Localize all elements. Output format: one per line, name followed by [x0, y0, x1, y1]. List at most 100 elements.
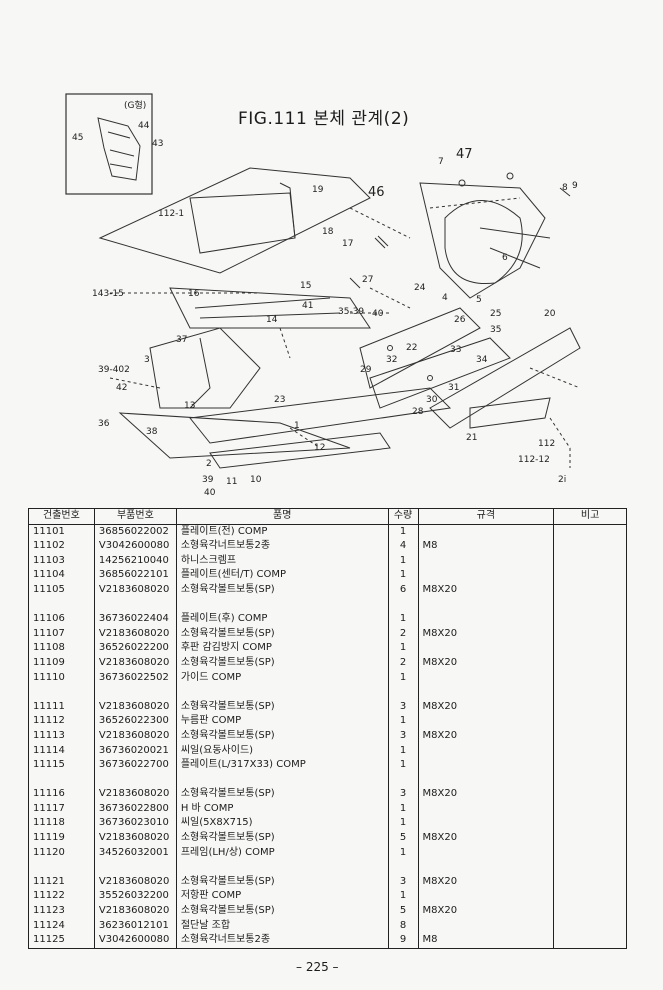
empty-cell — [175, 860, 389, 875]
header-part-number: 부품번호 — [93, 508, 177, 525]
inset-box — [65, 93, 153, 195]
empty-cell — [387, 685, 419, 700]
cell-spec — [417, 816, 555, 832]
callout-35: 35 — [490, 325, 501, 335]
cell-remarks — [553, 801, 627, 817]
cell-remarks — [553, 889, 627, 905]
callout-2i: 2i — [558, 475, 566, 485]
cell-spec: M8X20 — [417, 699, 555, 715]
table-header-row: 건출번호 부품번호 품명 수량 규격 비고 — [28, 508, 627, 525]
cell-quantity: 3 — [387, 874, 419, 890]
cell-quantity: 8 — [387, 918, 419, 934]
cell-spec — [417, 553, 555, 569]
empty-cell — [93, 597, 177, 613]
empty-cell — [93, 860, 177, 875]
empty-cell — [417, 685, 555, 700]
cell-remarks — [553, 845, 627, 861]
cell-no: 11111 — [28, 699, 95, 715]
cell-quantity: 2 — [387, 626, 419, 642]
empty-cell — [553, 772, 627, 788]
cell-spec — [417, 568, 555, 583]
cell-no: 11117 — [28, 801, 95, 817]
callout-3: 3 — [144, 355, 150, 365]
cell-spec — [417, 524, 555, 540]
exploded-parts-diagram: (G형) 44 43 45 46 47 7 8 9 19 18 17 112-1… — [65, 93, 581, 498]
cell-part-number: 36736022404 — [93, 612, 177, 627]
cell-quantity: 9 — [387, 933, 419, 949]
cell-spec — [417, 612, 555, 627]
header-part-name: 품명 — [175, 508, 389, 525]
empty-cell — [387, 860, 419, 875]
empty-cell — [387, 597, 419, 613]
cell-spec: M8 — [417, 539, 555, 554]
cell-part-number: 36736023010 — [93, 816, 177, 832]
cell-part-name: 플레이트(후) COMP — [175, 612, 389, 627]
cell-remarks — [553, 743, 627, 759]
cell-part-number: 36736020021 — [93, 743, 177, 759]
callout-19: 19 — [312, 185, 324, 195]
cell-part-name: 소형육각너트보통2종 — [175, 539, 389, 554]
callout-31: 31 — [448, 383, 459, 393]
cell-spec: M8X20 — [417, 728, 555, 744]
callout-47: 47 — [456, 147, 473, 162]
cell-remarks — [553, 626, 627, 642]
cell-spec — [417, 801, 555, 817]
callout-112: 112 — [538, 439, 555, 449]
callout-17: 17 — [342, 239, 353, 249]
cell-quantity: 3 — [387, 728, 419, 744]
cell-quantity: 1 — [387, 641, 419, 656]
header-remarks: 비고 — [553, 508, 627, 525]
cell-spec: M8X20 — [417, 655, 555, 671]
cell-part-number: V2183608020 — [93, 728, 177, 744]
cell-spec — [417, 758, 555, 773]
callout-1: 1 — [294, 421, 300, 431]
empty-cell — [28, 597, 95, 613]
cell-remarks — [553, 699, 627, 715]
cell-spec: M8X20 — [417, 874, 555, 890]
cell-part-name: 소형육각너트보통2종 — [175, 933, 389, 949]
cell-part-name: 프레임(LH/상) COMP — [175, 845, 389, 861]
inset-label: (G형) — [124, 100, 146, 111]
cell-part-number: V2183608020 — [93, 655, 177, 671]
cell-quantity: 3 — [387, 787, 419, 802]
cell-quantity: 1 — [387, 568, 419, 583]
cell-remarks — [553, 816, 627, 832]
cell-no: 11106 — [28, 612, 95, 627]
callout-35-39: 35-39 — [338, 307, 364, 317]
cell-spec — [417, 918, 555, 934]
callout-22: 22 — [406, 343, 417, 353]
cell-quantity: 1 — [387, 801, 419, 817]
callout-15: 15 — [300, 281, 311, 291]
cell-part-number: 36856022101 — [93, 568, 177, 583]
cell-part-number: V2183608020 — [93, 904, 177, 919]
callout-36: 36 — [98, 419, 110, 429]
callout-23: 23 — [274, 395, 285, 405]
cell-quantity: 1 — [387, 743, 419, 759]
cell-no: 11115 — [28, 758, 95, 773]
cell-part-number: V3042600080 — [93, 539, 177, 554]
cell-no: 11116 — [28, 787, 95, 802]
cell-quantity: 1 — [387, 670, 419, 686]
cell-remarks — [553, 933, 627, 949]
callout-2: 2 — [206, 459, 212, 469]
cell-part-number: 35526032200 — [93, 889, 177, 905]
page-number: – 225 – — [296, 960, 339, 974]
cell-quantity: 1 — [387, 845, 419, 861]
cell-spec: M8X20 — [417, 831, 555, 846]
callout-43: 43 — [152, 139, 163, 149]
cell-part-name: 소형육각볼트보통(SP) — [175, 904, 389, 919]
cell-quantity: 5 — [387, 831, 419, 846]
cell-part-name: 하니스크렘프 — [175, 553, 389, 569]
cell-part-number: V3042600080 — [93, 933, 177, 949]
cell-part-name: 플레이트(센터/T) COMP — [175, 568, 389, 583]
cell-part-number: 36526022300 — [93, 714, 177, 729]
cell-part-number: V2183608020 — [93, 874, 177, 890]
callout-9: 9 — [572, 181, 578, 191]
